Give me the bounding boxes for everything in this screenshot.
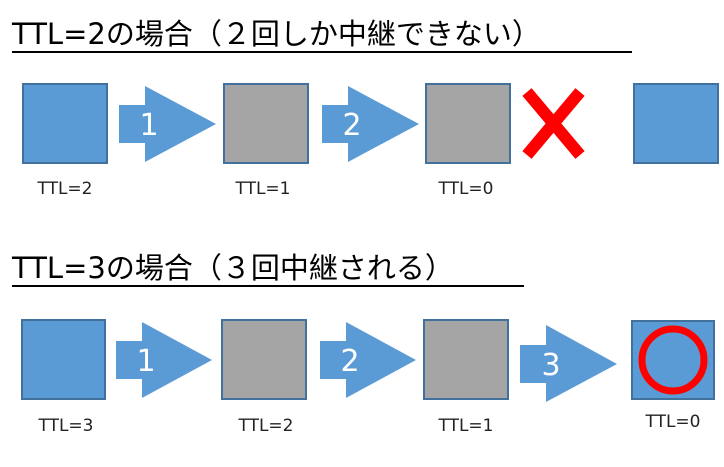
node-source — [22, 83, 108, 164]
x-mark-icon — [522, 88, 585, 159]
hop-number: 1 — [139, 108, 158, 143]
hop-number: 2 — [340, 344, 359, 379]
hop-arrow: 2 — [320, 322, 416, 398]
node-router — [423, 319, 509, 400]
hop-arrow: 3 — [520, 325, 617, 402]
section1-title: TTL=2の場合（２回しか中継できない） — [11, 17, 541, 51]
node-router — [223, 83, 309, 164]
ttl-label: TTL=3 — [37, 416, 93, 436]
hop-number: 3 — [541, 348, 560, 383]
node-router — [425, 83, 511, 164]
ttl-label: TTL=1 — [437, 416, 493, 436]
circle-mark-icon — [638, 325, 708, 395]
node-source — [21, 319, 106, 400]
hop-number: 2 — [342, 108, 361, 143]
hop-number: 1 — [136, 344, 155, 379]
ttl-label: TTL=2 — [237, 416, 293, 436]
ttl-label: TTL=0 — [644, 412, 700, 432]
ttl-label: TTL=1 — [234, 179, 290, 199]
node-router — [221, 319, 307, 400]
ttl-label: TTL=2 — [36, 179, 92, 199]
node-destination — [631, 320, 715, 400]
hop-arrow: 2 — [322, 86, 419, 162]
hop-arrow: 1 — [119, 86, 216, 162]
hop-arrow: 1 — [116, 322, 212, 398]
node-destination — [633, 83, 719, 164]
section2-title: TTL=3の場合（３回中継される） — [11, 251, 454, 285]
ttl-label: TTL=0 — [437, 179, 493, 199]
